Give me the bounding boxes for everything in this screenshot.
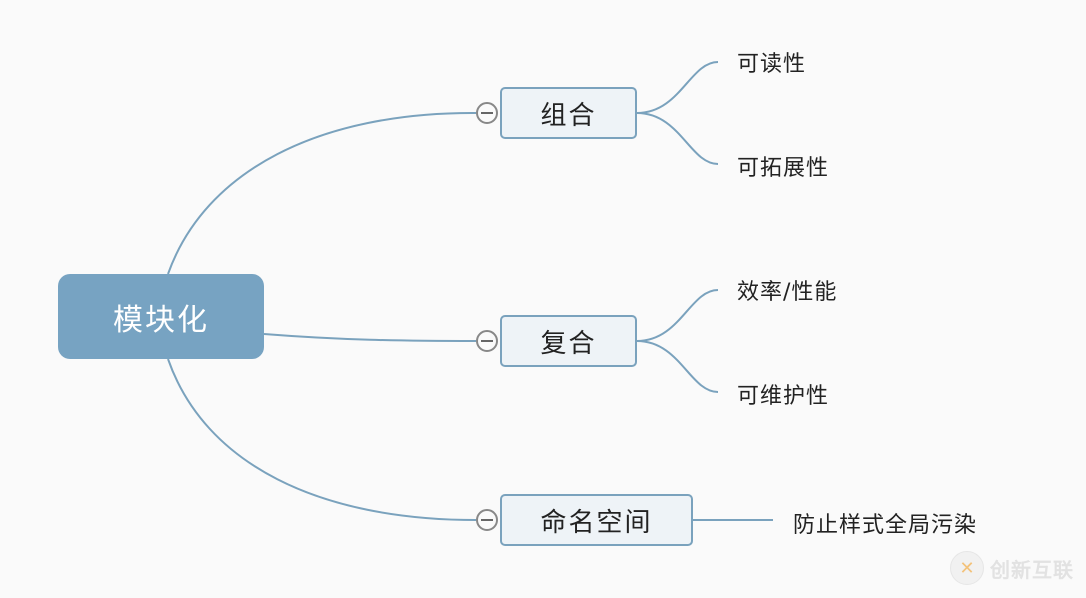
collapse-toggle-icon[interactable] xyxy=(476,509,498,531)
branch-node-namespace[interactable]: 命名空间 xyxy=(500,494,693,546)
leaf-node-extensibility[interactable]: 可拓展性 xyxy=(737,156,830,181)
connector-root-branch-3 xyxy=(167,358,477,521)
watermark-text: 创新互联 xyxy=(990,557,1074,582)
logo-x-icon: ✕ xyxy=(950,551,984,585)
branch-node-label: 组合 xyxy=(540,100,597,131)
leaf-node-maintainability[interactable]: 可维护性 xyxy=(737,384,830,409)
leaf-node-readability[interactable]: 可读性 xyxy=(737,52,807,77)
root-node-label: 模块化 xyxy=(113,302,209,338)
root-node[interactable]: 模块化 xyxy=(58,274,264,359)
leaf-node-performance[interactable]: 效率/性能 xyxy=(737,280,838,305)
leaf-node-style-pollution[interactable]: 防止样式全局污染 xyxy=(793,513,978,538)
connector-branch-2-leaf-3 xyxy=(636,289,719,342)
branch-node-label: 命名空间 xyxy=(540,507,653,538)
collapse-toggle-icon[interactable] xyxy=(476,330,498,352)
connector-branch-1-leaf-1 xyxy=(636,61,719,114)
branch-node-label: 复合 xyxy=(540,328,597,359)
connector-root-branch-2 xyxy=(263,333,477,342)
branch-node-compound[interactable]: 复合 xyxy=(500,315,637,367)
branch-node-composition[interactable]: 组合 xyxy=(500,87,637,139)
collapse-toggle-icon[interactable] xyxy=(476,102,498,124)
watermark: ✕ 创新互联 xyxy=(950,550,1074,586)
connector-branch-1-leaf-2 xyxy=(636,112,719,165)
connector-root-branch-1 xyxy=(167,111,477,275)
connector-branch-2-leaf-4 xyxy=(636,340,719,393)
